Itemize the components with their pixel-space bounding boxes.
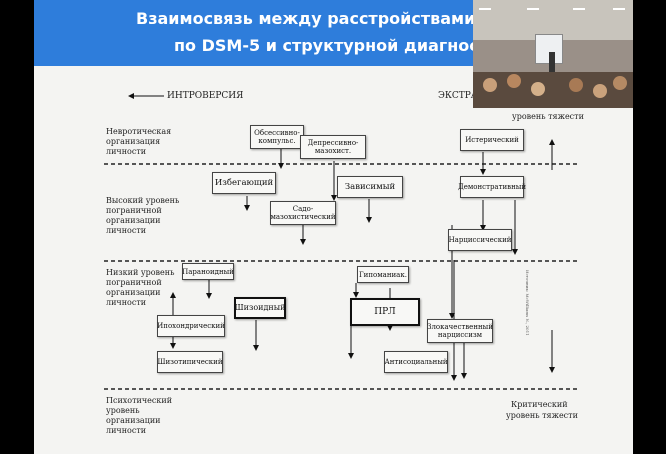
video-light [479,8,491,10]
box-schizoid: Шизоидный [234,297,286,319]
box-malignant-narcissism: Злокачественный нарциссизм [427,319,493,343]
box-dependent: Зависимый [337,176,403,198]
video-audience-head [613,76,627,90]
video-audience-head [569,78,583,92]
axis-label-introversion: ИНТРОВЕРСИЯ [167,91,244,101]
severity-top-label: уровень тяжести [512,112,584,121]
video-ceiling [473,0,633,40]
axis-label-extraversion: ЭКСТРА [438,91,478,101]
box-hypochondriac: Ипохондрический [157,315,225,337]
slide-title-line-1: Взаимосвязь между расстройствами лич [136,9,515,28]
video-audience [473,72,633,108]
box-demonstrative: Демонстративный [458,176,526,198]
box-schizotypal: Шизотипический [157,351,223,373]
box-depressive-masochistic: Депрессивно- мазохист. [300,135,366,159]
box-paranoid: Параноидный [182,263,234,280]
video-light [527,8,539,10]
video-feed-inset [473,0,633,108]
video-light [573,8,585,10]
box-antisocial: Антисоциальный [384,351,448,373]
video-light [613,8,625,10]
box-avoidant: Избегающий [212,172,276,194]
video-audience-head [483,78,497,92]
video-speaker [549,52,555,80]
box-hysterical: Истерический [460,129,524,151]
box-hypomanic: Гипоманиак. [357,266,409,283]
video-audience-head [531,82,545,96]
video-audience-head [507,74,521,88]
severity-bottom-label-1: Критический [511,400,568,409]
slide-title-line-2: по DSM-5 и структурной диагностик [174,36,511,55]
box-bpd: ПРЛ [350,298,420,326]
box-narcissistic: Нарциссический [448,229,512,251]
source-note: Источник: McWilliams N., 2011 [525,270,530,336]
severity-bottom-label-2: уровень тяжести [506,411,578,420]
video-audience-head [593,84,607,98]
box-sadomasochistic: Садо- мазохистический [270,201,336,225]
box-obsessive-compulsive: Обсессивно- компульс. [250,125,304,149]
